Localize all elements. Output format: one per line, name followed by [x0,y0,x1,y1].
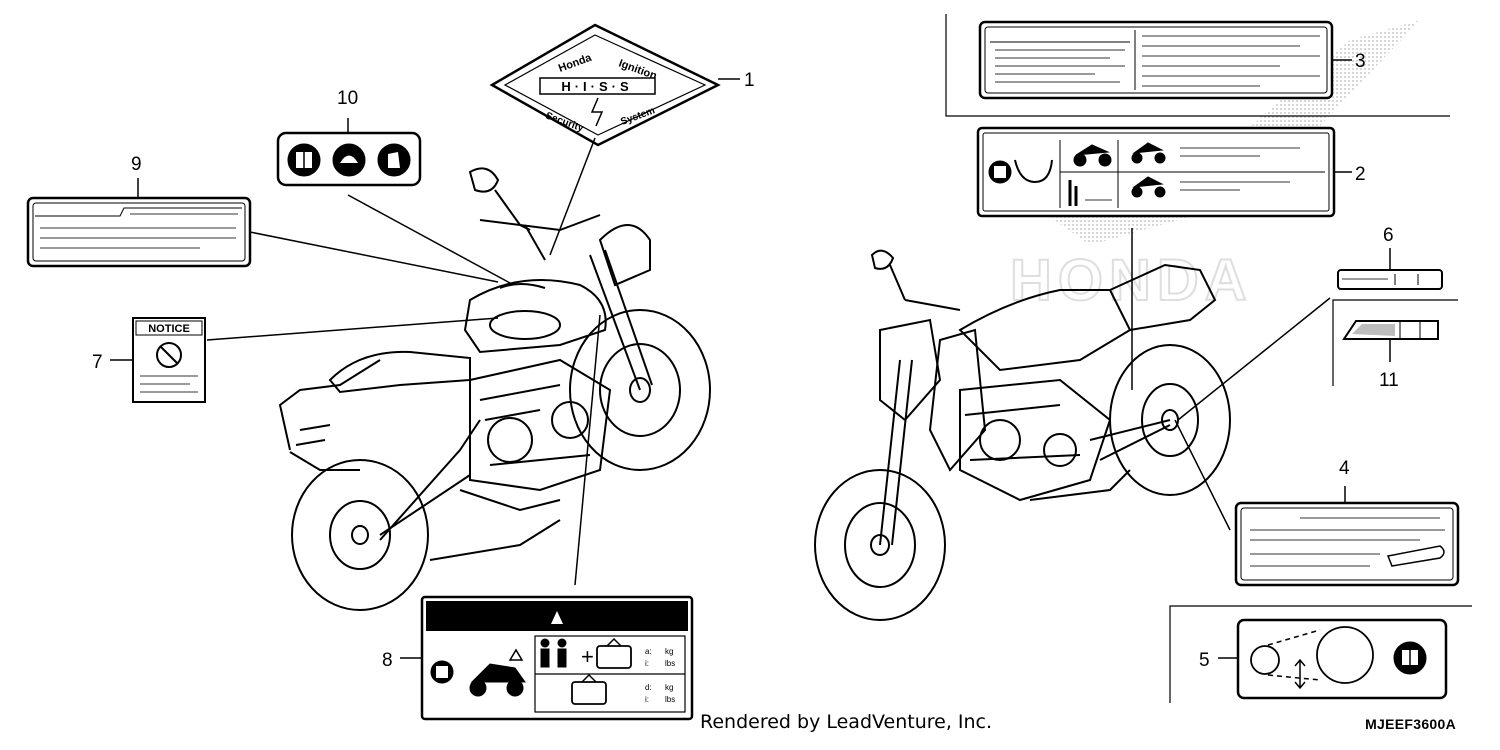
callout-1: 1 [744,70,755,91]
prohibition-icon [156,342,182,368]
label-information-9[interactable] [26,196,252,268]
svg-text:a:: a: [645,647,652,656]
label-tire-information[interactable] [976,126,1336,218]
watermark-text: HONDA [1010,248,1253,313]
svg-text:lbs: lbs [665,695,675,704]
svg-text:kg: kg [665,683,673,692]
callout-numbers: 1 2 3 4 5 6 7 8 9 10 11 [92,51,1399,671]
motorcycle-load-icon [469,648,526,697]
label-chain-slack[interactable] [1236,618,1448,700]
callout-7: 7 [92,352,103,373]
callout-3: 3 [1355,51,1366,72]
rider-figure-icon [1068,180,1078,206]
frame-label-11 [1332,299,1458,386]
label-load-warning[interactable]: + a: kg i: lbs d: kg i: lbs [420,595,694,721]
callout-6: 6 [1383,225,1394,246]
svg-text:kg: kg [665,647,673,656]
leader-lines [110,59,1391,659]
diagram-code: MJEEF3600A [1365,716,1456,732]
frame-label-5 [1169,605,1472,703]
callout-2: 2 [1355,164,1366,185]
warning-triangle-icon [551,611,563,624]
chain-icon [1386,545,1445,567]
notice-heading: NOTICE [148,323,190,335]
svg-text:i:: i: [645,695,649,704]
label-warning-icons-10[interactable] [276,131,422,187]
label-strip-6[interactable] [1337,269,1443,290]
motorcycle-right [814,249,1231,621]
svg-text:lbs: lbs [665,659,675,668]
key-icon [590,97,604,127]
motorcycle-left [278,167,711,611]
luggage-icon [571,681,607,705]
passenger-icon [540,638,567,668]
svg-text:+: + [581,644,594,669]
label-drive-chain[interactable] [1234,501,1460,587]
callout-10: 10 [337,88,358,109]
svg-text:d:: d: [645,683,652,692]
label-hiss-security[interactable]: Honda Ignition H·I·S·S Security System [489,23,721,147]
small-sprocket-icon [1250,645,1280,675]
callout-4: 4 [1339,458,1350,479]
label-notice[interactable]: NOTICE [132,317,206,403]
frame-label-3 [945,14,1450,117]
motorcycle-rider-icon [1073,142,1166,198]
callout-11: 11 [1379,370,1399,391]
callout-9: 9 [131,154,142,175]
luggage-icon [596,645,632,669]
tire-icon [1014,159,1053,184]
rendered-by-credit: Rendered by LeadVenture, Inc. [700,711,993,733]
slack-arrow-icon [1294,658,1306,690]
large-sprocket-icon [1316,626,1374,684]
label-strip-11[interactable] [1342,320,1439,340]
svg-text:i:: i: [645,659,649,668]
label-emission-information[interactable] [978,20,1334,100]
callout-5: 5 [1199,650,1210,671]
hiss-middle-text: H·I·S·S [561,79,632,94]
callout-8: 8 [382,650,393,671]
